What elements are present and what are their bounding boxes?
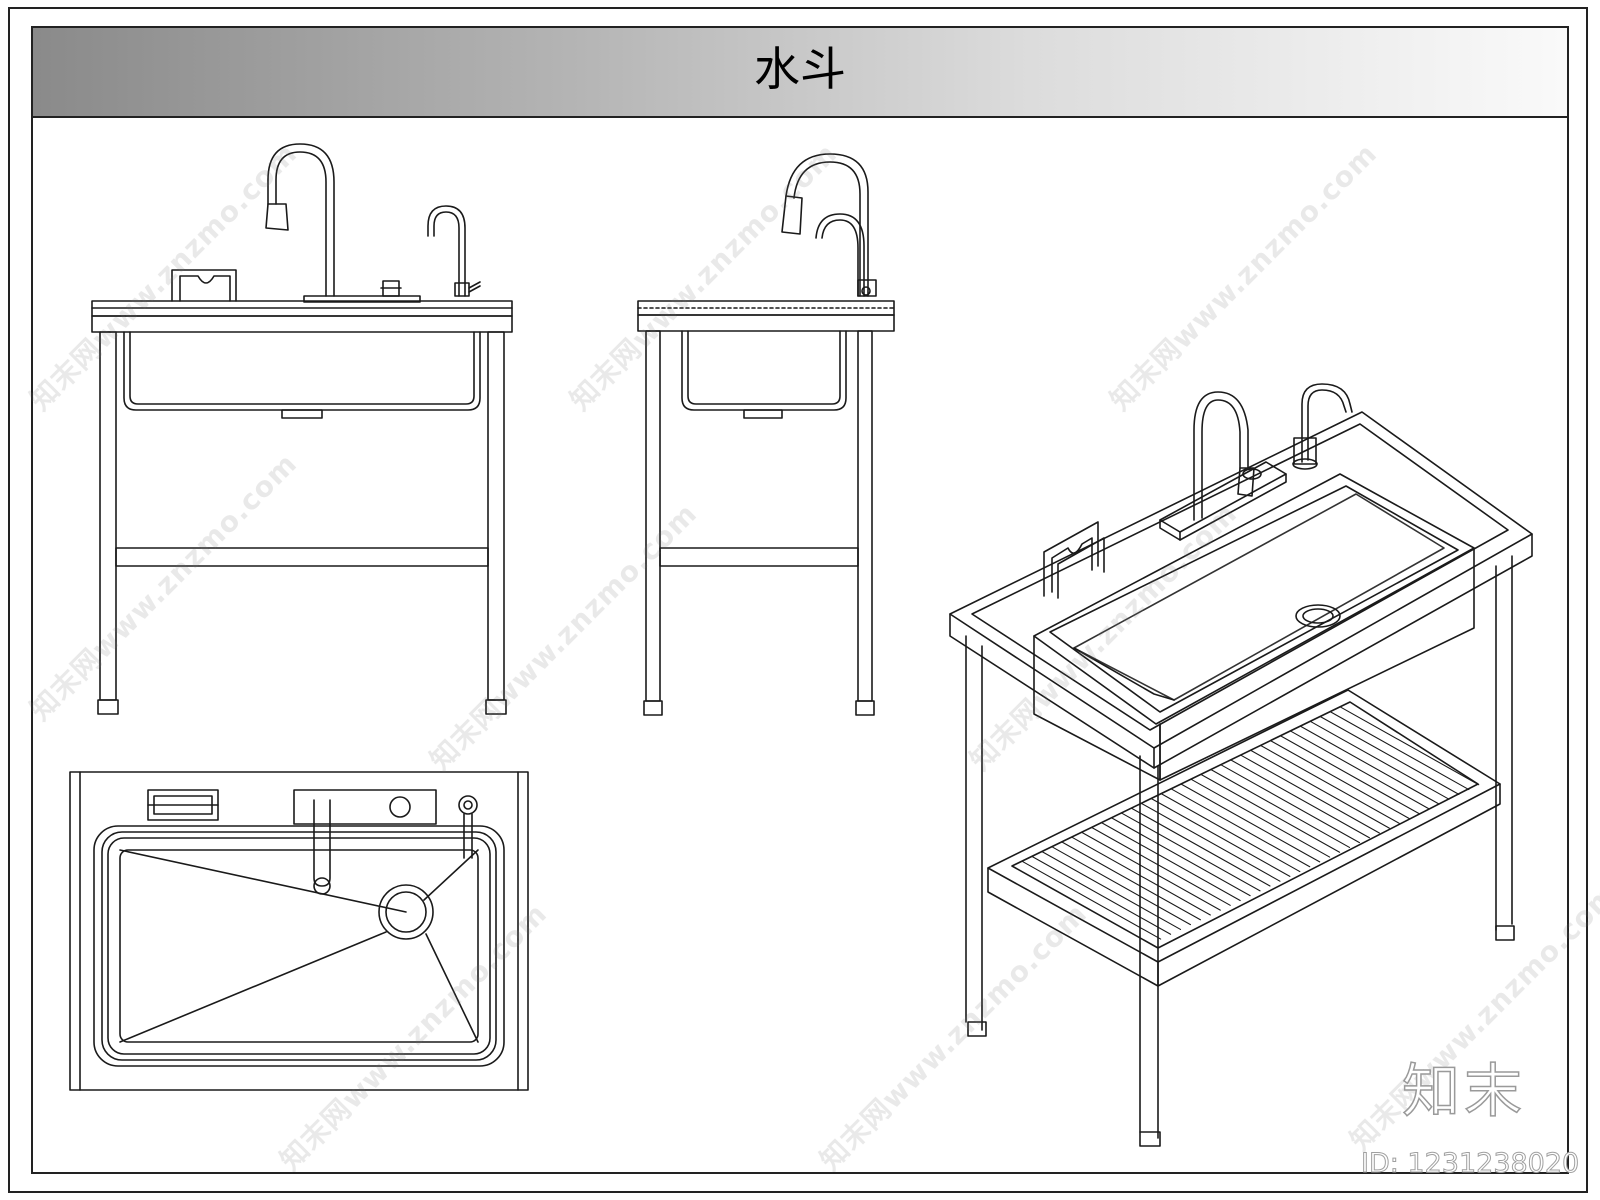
shelf-slat [1140, 802, 1281, 882]
shelf-slat [1339, 706, 1480, 786]
shelf-slat [1220, 764, 1361, 844]
shelf-slat [1031, 855, 1172, 935]
inner-frame [31, 26, 1569, 1174]
shelf-slat [1130, 807, 1271, 887]
shelf-slat [1309, 720, 1450, 800]
page-title: 水斗 [754, 42, 846, 96]
shelf-slat [1269, 740, 1410, 820]
shelf-slat [1299, 725, 1440, 805]
shelf-slats [1021, 706, 1480, 940]
isometric-view [949, 383, 1533, 1147]
shelf-slat [1150, 797, 1291, 877]
top-plan [69, 771, 529, 1091]
brand-logo: 知末 [1401, 1057, 1527, 1125]
shelf-slat [1289, 730, 1430, 810]
shelf-slat [1061, 841, 1201, 921]
shelf-slat [1279, 735, 1420, 815]
shelf-slat [1021, 860, 1162, 940]
shelf-slat [1240, 754, 1380, 834]
shelf-slat [1041, 850, 1182, 930]
shelf-slat [1329, 711, 1470, 791]
shelf-slat [1170, 788, 1311, 868]
title-bar [33, 28, 1567, 118]
shelf-slat [1200, 773, 1341, 853]
shelf-slat [1230, 759, 1370, 839]
outer-frame [8, 7, 1588, 1193]
shelf-slat [1180, 783, 1321, 863]
shelf-slat [1259, 744, 1400, 824]
side-elevation [637, 153, 895, 716]
shelf-slat [1071, 836, 1211, 916]
shelf-slat [1090, 826, 1231, 906]
id-label: ID: 1231238020 [1360, 1148, 1580, 1179]
shelf-slat [1051, 846, 1192, 926]
shelf-slat [1210, 768, 1351, 848]
shelf-slat [1160, 793, 1301, 873]
shelf-slat [1250, 749, 1390, 829]
shelf-slat [1319, 715, 1460, 795]
shelf-slat [1120, 812, 1261, 892]
shelf-slat [1100, 822, 1241, 902]
shelf-slat [1081, 831, 1221, 911]
front-elevation [91, 143, 513, 715]
shelf-slat [1190, 778, 1331, 858]
shelf-slat [1110, 817, 1251, 897]
